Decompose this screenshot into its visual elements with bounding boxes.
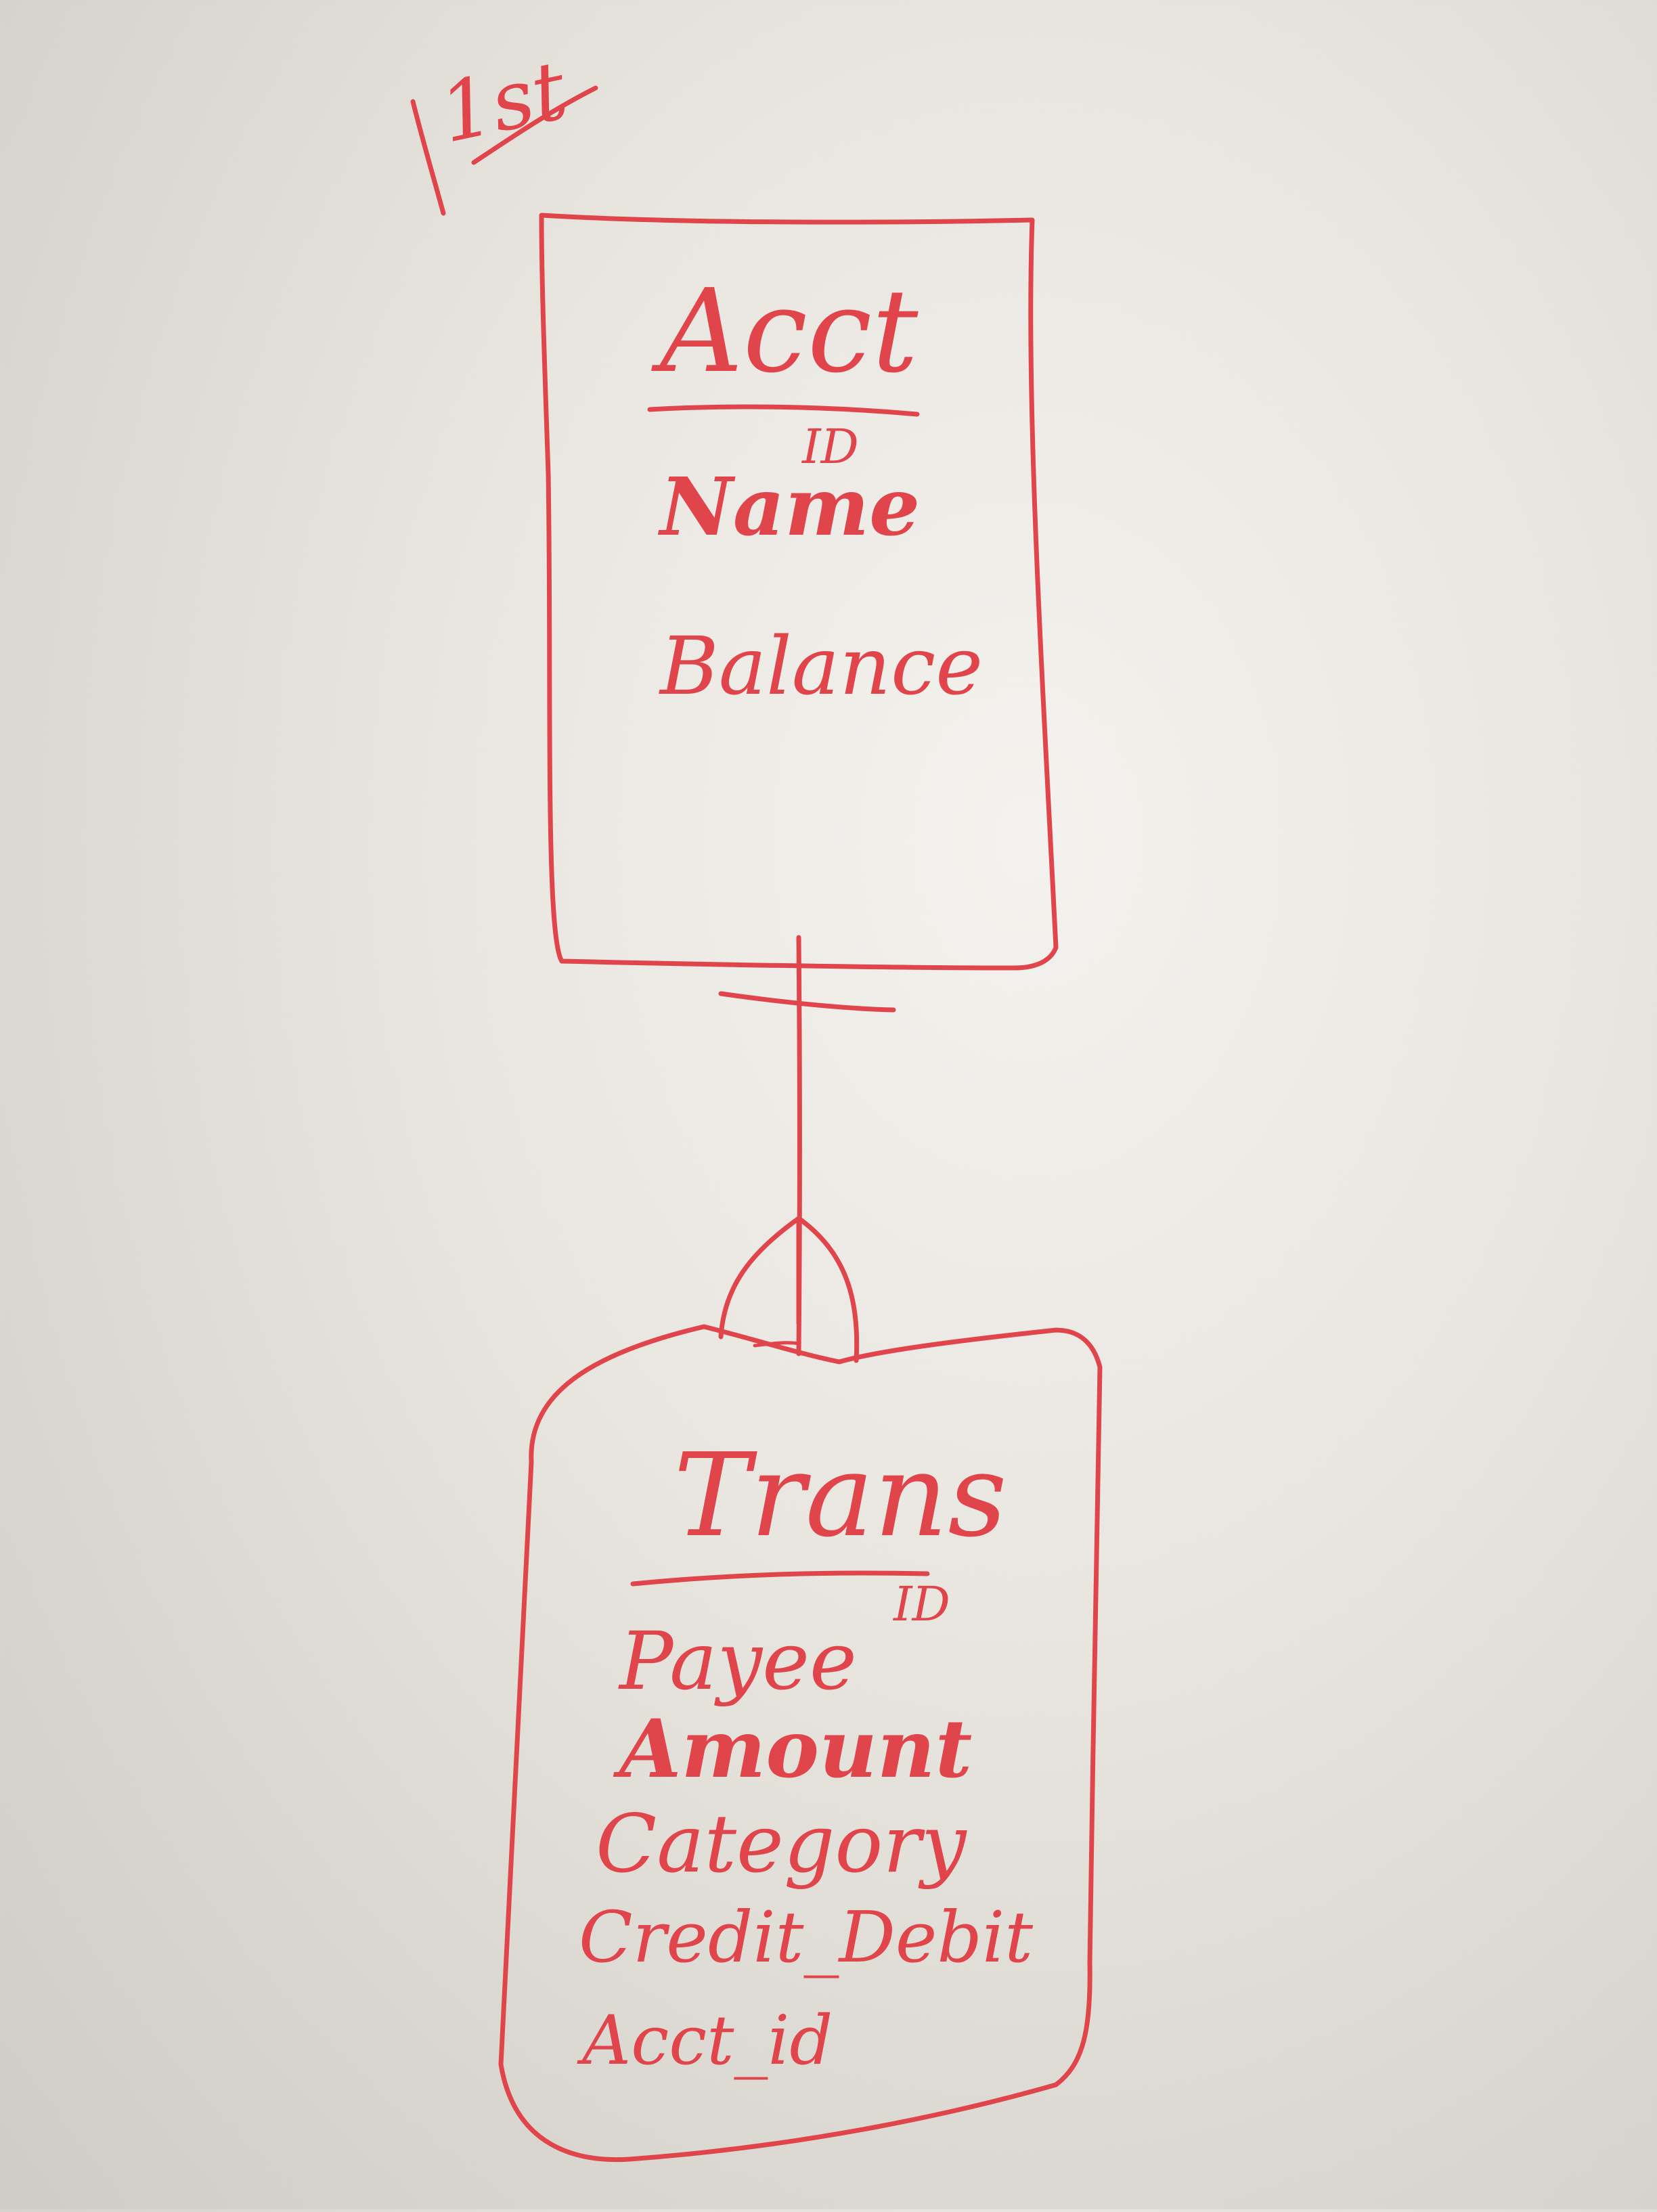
- annotation-one-stroke: [410, 99, 446, 216]
- acct-entity-box: [539, 213, 1059, 971]
- acct-attribute-balance: Balance: [660, 619, 984, 713]
- one-cardinality-bar: [718, 991, 896, 1013]
- acct-title-divider: [647, 404, 920, 417]
- trans-entity-box: [498, 1324, 1103, 2163]
- crows-foot-tick: [753, 1341, 801, 1348]
- trans-entity-title: Trans: [673, 1429, 1007, 1563]
- trans-attribute-payee: Payee: [619, 1614, 857, 1708]
- many-crows-foot: [718, 1216, 860, 1363]
- trans-attribute-acct-id: Acct_id: [582, 2001, 833, 2080]
- acct-attribute-name: Name: [660, 460, 921, 554]
- annotation-label: 1st: [431, 43, 575, 162]
- trans-title-divider: [630, 1570, 930, 1587]
- trans-attribute-amount: Amount: [619, 1702, 973, 1796]
- annotation-underline: [471, 85, 598, 165]
- trans-attribute-credit-debit: Credit_Debit: [579, 1896, 1034, 1978]
- trans-key-label: ID: [893, 1576, 950, 1632]
- acct-entity-title: Acct: [660, 265, 919, 399]
- trans-attribute-category: Category: [596, 1797, 967, 1890]
- acct-key-label: ID: [802, 419, 859, 474]
